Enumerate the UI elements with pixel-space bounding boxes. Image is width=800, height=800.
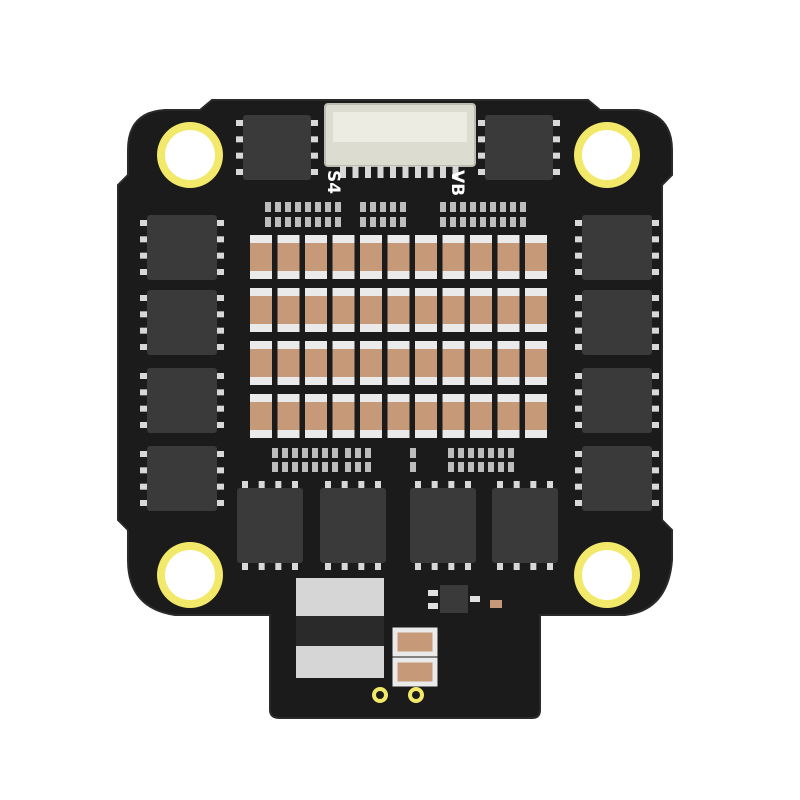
capacitor xyxy=(305,341,327,385)
capacitor xyxy=(360,341,382,385)
mosfet xyxy=(140,215,224,280)
capacitor xyxy=(470,341,492,385)
capacitor xyxy=(332,341,355,385)
solder-pads xyxy=(372,687,424,703)
capacitor xyxy=(305,394,327,438)
capacitor xyxy=(415,235,437,279)
capacitor xyxy=(415,288,437,332)
capacitor xyxy=(387,394,410,438)
capacitor xyxy=(332,235,355,279)
output-capacitors xyxy=(392,627,438,687)
capacitor xyxy=(387,288,410,332)
capacitor xyxy=(360,235,382,279)
capacitor xyxy=(387,341,410,385)
top-connector xyxy=(324,103,476,178)
smd-resistor-rows xyxy=(265,202,526,472)
capacitor xyxy=(250,394,272,438)
capacitor xyxy=(277,341,300,385)
mosfet xyxy=(492,481,558,570)
capacitor xyxy=(442,235,465,279)
mosfet xyxy=(140,446,224,511)
capacitor xyxy=(250,288,272,332)
mosfet xyxy=(237,481,303,570)
voltage-regulator xyxy=(428,585,502,613)
capacitor xyxy=(497,341,520,385)
mosfet xyxy=(575,215,659,280)
capacitor xyxy=(415,341,437,385)
capacitor xyxy=(305,288,327,332)
capacitor xyxy=(525,235,547,279)
capacitor xyxy=(497,235,520,279)
capacitor xyxy=(305,235,327,279)
mosfet xyxy=(575,290,659,355)
mosfet xyxy=(320,481,386,570)
capacitor xyxy=(332,288,355,332)
capacitor-bank xyxy=(250,235,547,438)
mounting-holes xyxy=(157,122,640,608)
capacitor xyxy=(250,235,272,279)
capacitor xyxy=(415,394,437,438)
silkscreen-signal-label: S4 xyxy=(323,170,343,194)
capacitor xyxy=(442,394,465,438)
capacitor xyxy=(332,394,355,438)
mosfet xyxy=(478,115,560,180)
capacitor xyxy=(360,288,382,332)
capacitor xyxy=(497,394,520,438)
capacitor xyxy=(470,235,492,279)
mosfet xyxy=(140,368,224,433)
capacitor xyxy=(470,394,492,438)
mosfet xyxy=(236,115,318,180)
mosfet xyxy=(410,481,476,570)
capacitor xyxy=(442,288,465,332)
mosfet xyxy=(575,368,659,433)
mosfet xyxy=(140,290,224,355)
capacitor xyxy=(277,235,300,279)
capacitor xyxy=(250,341,272,385)
capacitor xyxy=(525,288,547,332)
capacitor xyxy=(387,235,410,279)
capacitor xyxy=(497,288,520,332)
mosfet-array xyxy=(140,115,659,570)
capacitor xyxy=(277,394,300,438)
capacitor xyxy=(525,394,547,438)
capacitor xyxy=(360,394,382,438)
mosfet xyxy=(575,446,659,511)
capacitor xyxy=(525,341,547,385)
capacitor xyxy=(442,341,465,385)
capacitor xyxy=(470,288,492,332)
capacitor xyxy=(277,288,300,332)
inductor xyxy=(296,578,384,678)
silkscreen-battery-label: VB xyxy=(447,170,467,196)
